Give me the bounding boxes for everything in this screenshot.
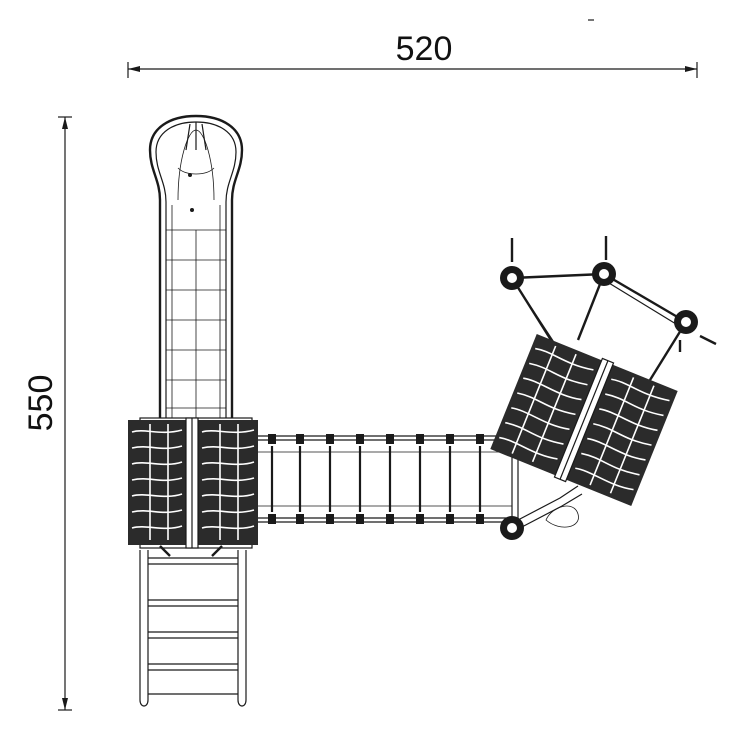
height-dimension-label: 550 [22,375,60,432]
ladder [139,550,247,707]
height-dimension: 550 [22,116,72,711]
tube-slide [148,114,244,418]
width-dimension: 520 [127,30,698,78]
rope-bridge [258,434,519,524]
right-tower-climbing-wall [490,334,678,506]
width-dimension-label: 520 [396,30,453,68]
left-tower-climbing-wall [128,417,258,557]
right-tower-frame [500,236,717,540]
